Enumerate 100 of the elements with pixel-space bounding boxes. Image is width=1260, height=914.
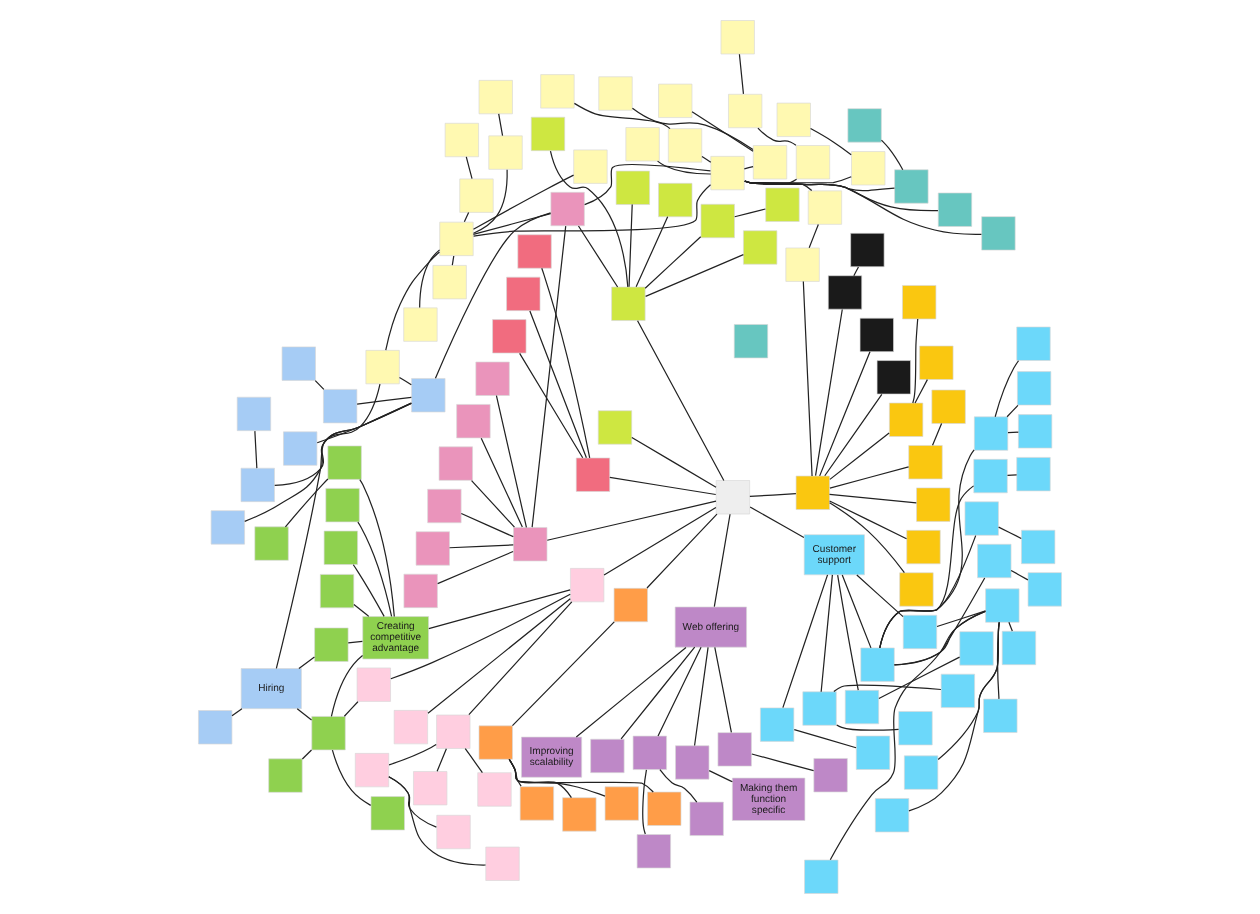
connector [330,654,364,717]
node-box [597,410,633,445]
connector [936,610,987,628]
node-box [1017,371,1052,406]
node-box [438,446,473,481]
connector [448,544,514,549]
node-box [573,149,608,184]
node-box [632,735,667,770]
node-box [327,445,362,480]
connector [470,480,516,528]
node-box [876,360,911,395]
connector [472,174,575,230]
node-box [319,574,355,609]
node-box [851,151,886,186]
node-box [444,122,479,158]
connector [549,150,629,288]
connector [254,430,258,469]
connector [347,640,363,644]
node-box [413,771,448,806]
connector [642,769,648,835]
node-box [717,732,752,767]
node-box [283,431,318,466]
node-box [311,716,346,751]
connector [575,646,687,738]
connector [829,610,986,861]
node-box [550,191,585,227]
node-box [1016,457,1051,492]
node-box [983,698,1018,733]
node-box [985,588,1020,623]
node-box [403,307,438,342]
connector [713,513,731,608]
connector [744,180,813,192]
node-box [752,145,788,180]
node-box [728,93,763,129]
connector [620,646,696,740]
connector [301,749,313,760]
node-box [855,735,891,770]
node-box [365,350,400,385]
node-box [894,169,929,204]
connector [757,127,797,146]
connector [994,360,1020,418]
connector [390,593,571,680]
node-box [785,247,820,282]
node-box [411,378,446,413]
connector [385,251,441,351]
connector [468,601,573,716]
connector [659,769,698,803]
node-box [916,487,951,522]
connector [837,574,859,691]
node-box [615,170,650,205]
connector [1006,474,1018,476]
connector [388,743,437,766]
node-box [937,192,973,227]
node-box [354,753,390,788]
node-box [198,710,233,745]
node-box [802,691,837,726]
node-box [436,714,471,749]
node-box [959,631,994,666]
node-box [940,673,975,708]
node-box [436,814,471,850]
node-box [847,108,882,143]
connector [782,574,829,709]
node-box [314,627,349,662]
connector [546,500,717,541]
connector [531,225,567,528]
node-box [427,488,462,524]
node-box [647,791,682,826]
connector [738,53,745,95]
node-box [604,786,639,821]
connector [1008,621,1013,632]
node-box [675,745,710,780]
connector [744,180,896,192]
node-box [889,402,924,437]
node-box [931,389,966,424]
node-box [323,389,358,424]
node-box [981,216,1016,251]
node-box [325,488,360,523]
connector [645,254,744,298]
connector [749,493,797,497]
node-box [570,568,605,603]
node-box [710,156,745,191]
node-box [743,230,778,265]
connector [714,646,732,733]
node-box [393,710,428,745]
connector [465,156,473,180]
connector [878,656,961,700]
node-box [210,510,245,545]
connector [495,394,528,529]
connector [996,621,1000,700]
connector [912,318,919,404]
connector [636,320,725,482]
node-box [590,738,625,773]
connector [388,776,487,866]
node-box [667,128,703,163]
node-box [415,531,450,566]
node-box [733,324,769,359]
connector [511,621,615,727]
node-box [575,457,611,492]
connector [356,396,412,405]
node-box [517,234,552,269]
